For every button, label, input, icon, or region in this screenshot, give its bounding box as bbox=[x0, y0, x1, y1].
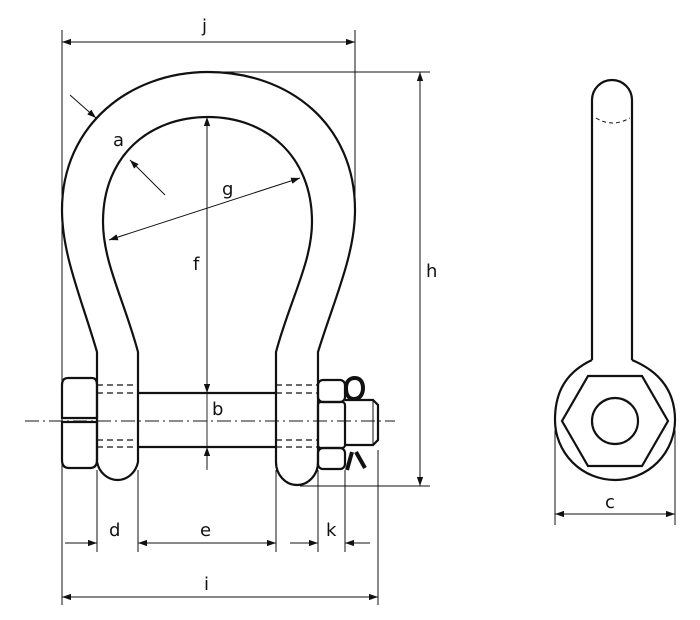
label-h: h bbox=[426, 261, 437, 282]
nut-hex bbox=[316, 378, 380, 471]
label-b: b bbox=[212, 399, 223, 420]
label-f: f bbox=[193, 254, 200, 275]
label-j: j bbox=[201, 16, 207, 37]
label-c: c bbox=[605, 492, 615, 513]
shackle-bow bbox=[60, 70, 357, 487]
label-a: a bbox=[113, 130, 124, 151]
label-d: d bbox=[109, 520, 120, 541]
label-e: e bbox=[200, 520, 211, 541]
extension-lines bbox=[61, 30, 430, 605]
pin-head-hex bbox=[60, 376, 99, 470]
label-k: k bbox=[326, 520, 337, 541]
shackle-pin bbox=[97, 384, 318, 449]
dimension-lines bbox=[62, 38, 675, 601]
shackle-side-view bbox=[553, 78, 677, 525]
label-g: g bbox=[222, 179, 233, 200]
cotter-pin bbox=[343, 375, 367, 471]
label-i: i bbox=[204, 574, 209, 595]
